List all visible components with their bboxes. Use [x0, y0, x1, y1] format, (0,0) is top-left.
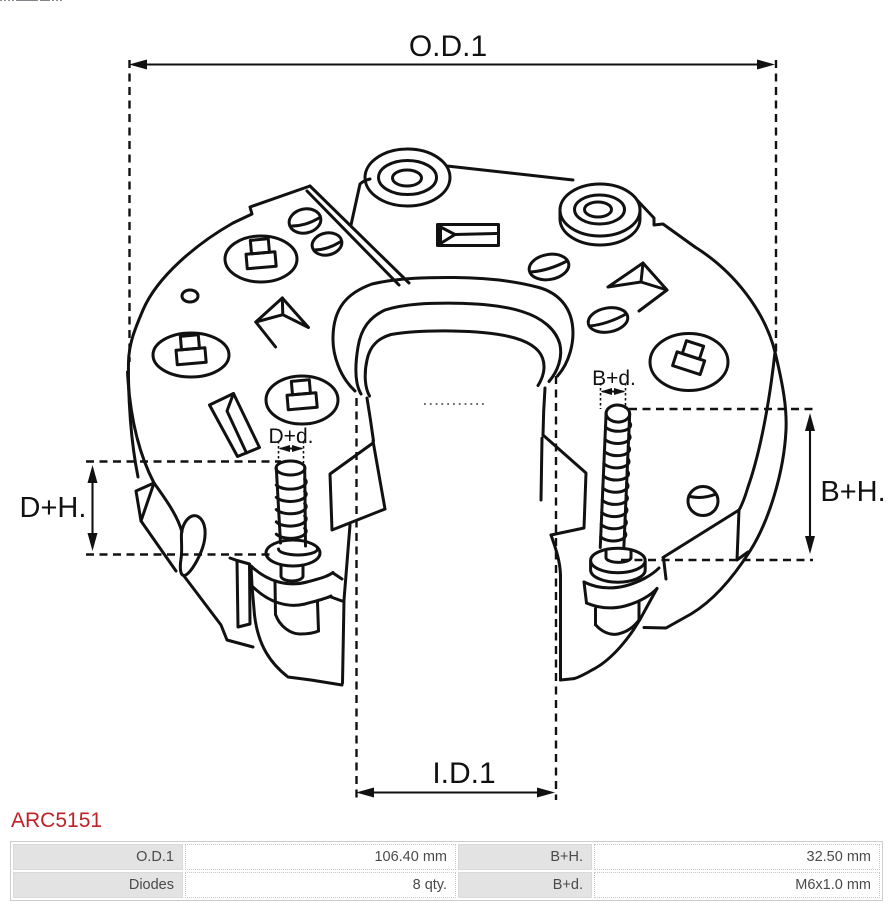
svg-text:B+d.: B+d. — [592, 367, 636, 390]
svg-text:B+H.: B+H. — [820, 476, 885, 508]
svg-text:D+H.: D+H. — [20, 492, 87, 524]
svg-text:O.D.1: O.D.1 — [409, 30, 487, 63]
svg-text:D+d.: D+d. — [269, 425, 314, 448]
svg-text:I.D.1: I.D.1 — [432, 757, 495, 790]
